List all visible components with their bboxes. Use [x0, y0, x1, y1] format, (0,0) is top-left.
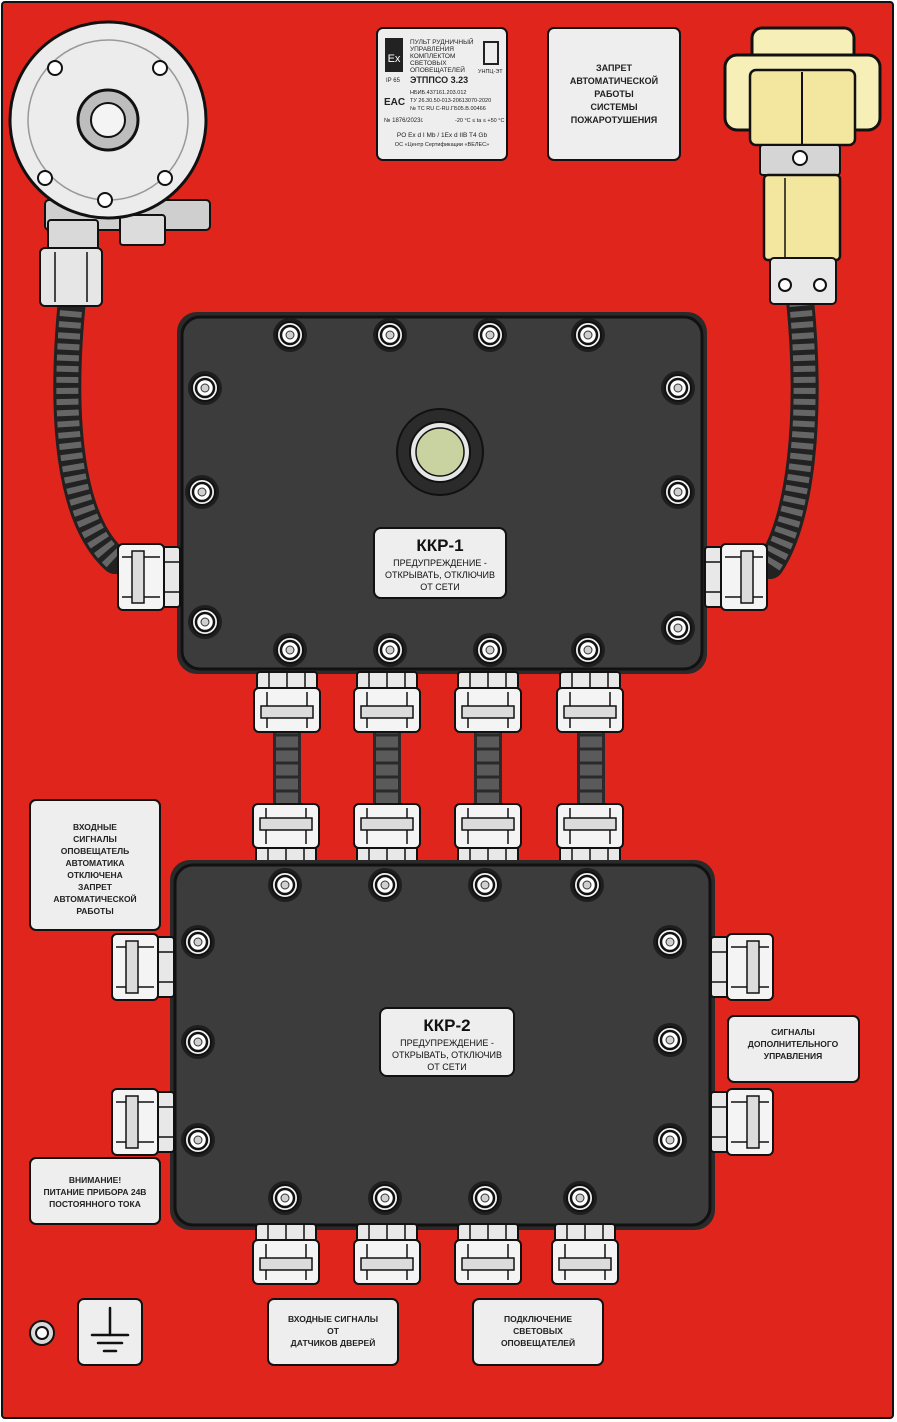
id-temp: -20 °C ≤ ta ≤ +50 °C — [455, 118, 504, 124]
id-maker: УНПЦ-ЭТ — [478, 69, 503, 75]
id-line3: КОМПЛЕКТОМ — [410, 53, 455, 60]
id-ip: IP 65 — [386, 78, 401, 84]
id-eac: EAC — [384, 97, 405, 108]
extra-control-plate: СИГНАЛЫ ДОПОЛНИТЕЛЬНОГО УПРАВЛЕНИЯ — [727, 1015, 860, 1083]
kkr1-box: ККР-1 ПРЕДУПРЕЖДЕНИЕ - ОТКРЫВАТЬ, ОТКЛЮЧ… — [177, 312, 707, 674]
plate-line: СИГНАЛЫ — [771, 1027, 815, 1037]
plate-line: ВХОДНЫЕ СИГНАЛЫ — [288, 1314, 378, 1324]
ground-icon — [90, 1306, 130, 1353]
siren-icon — [8, 20, 211, 307]
ground-bolt-icon — [29, 1320, 55, 1346]
plate-line: ОТКЛЮЧЕНА — [67, 870, 123, 880]
ban-plate: ЗАПРЕТ АВТОМАТИЧЕСКОЙ РАБОТЫ СИСТЕМЫ ПОЖ… — [547, 27, 681, 161]
inter-box-cables — [273, 730, 605, 805]
plate-line: СВЕТОВЫХ — [513, 1326, 563, 1336]
kkr2-warn-line: ОТ СЕТИ — [427, 1062, 466, 1072]
ban-line: ПОЖАРОТУШЕНИЯ — [571, 115, 657, 125]
plate-line: УПРАВЛЕНИЯ — [764, 1051, 822, 1061]
power-plate: ВНИМАНИЕ! ПИТАНИЕ ПРИБОРА 24В ПОСТОЯННОГ… — [29, 1157, 161, 1225]
plate-line: АВТОМАТИЧЕСКОЙ — [53, 893, 136, 904]
kkr1-warn-line: ОТКРЫВАТЬ, ОТКЛЮЧИВ — [385, 570, 495, 580]
plate-line: ПОСТОЯННОГО ТОКА — [49, 1199, 141, 1209]
plate-line: ОПОВЕЩАТЕЛЬ — [61, 846, 129, 856]
kkr2-title: ККР-2 — [423, 1016, 470, 1035]
plate-line: СИГНАЛЫ — [73, 834, 117, 844]
id-marking: PO Ex d I Mb / 1Ex d IIB T4 Gb — [397, 132, 488, 139]
plate-line: ДОПОЛНИТЕЛЬНОГО — [748, 1039, 839, 1049]
plate-line: ДАТЧИКОВ ДВЕРЕЙ — [291, 1337, 376, 1348]
plate-line: АВТОМАТИКА — [66, 858, 125, 868]
plate-line: ЗАПРЕТ — [78, 882, 113, 892]
id-serial: № 1876/2023г. — [384, 117, 424, 124]
input-signals-plate: ВХОДНЫЕ СИГНАЛЫ ОПОВЕЩАТЕЛЬ АВТОМАТИКА О… — [29, 799, 161, 931]
ban-line: ЗАПРЕТ — [596, 63, 632, 73]
kkr1-warn-line: ОТ СЕТИ — [420, 582, 459, 592]
kkr1-warn-line: ПРЕДУПРЕЖДЕНИЕ - — [393, 558, 487, 568]
ban-line: АВТОМАТИЧЕСКОЙ — [570, 75, 658, 86]
kkr2-warn-line: ПРЕДУПРЕЖДЕНИЕ - — [400, 1038, 494, 1048]
kkr1-right-gland — [704, 543, 768, 611]
id-tu: ТУ 26.30.50-013-20613070-2020 — [410, 98, 491, 104]
kkr2-box: ККР-2 ПРЕДУПРЕЖДЕНИЕ - ОТКРЫВАТЬ, ОТКЛЮЧ… — [170, 860, 715, 1230]
plate-line: РАБОТЫ — [76, 906, 113, 916]
door-sensors-plate: ВХОДНЫЕ СИГНАЛЫ ОТ ДАТЧИКОВ ДВЕРЕЙ — [267, 1298, 399, 1366]
id-line5: ОПОВЕЩАТЕЛЕЙ — [410, 65, 465, 74]
plate-line: ПИТАНИЕ ПРИБОРА 24В — [44, 1187, 147, 1197]
plate-line: ПОДКЛЮЧЕНИЕ — [504, 1314, 572, 1324]
id-line4: СВЕТОВЫХ — [410, 60, 447, 67]
ban-line: СИСТЕМЫ — [590, 102, 637, 112]
plate-line: ОПОВЕЩАТЕЛЕЙ — [501, 1337, 575, 1348]
id-line2: УПРАВЛЕНИЯ — [410, 46, 454, 53]
ground-plate — [77, 1298, 143, 1366]
ban-line: РАБОТЫ — [594, 89, 634, 99]
kkr1-title: ККР-1 — [416, 536, 463, 555]
id-doc: НБИБ.437161.203.012 — [410, 90, 466, 96]
id-cert: № ТС RU С-RU.ГБ05.В.00466 — [410, 106, 486, 112]
id-cert-center: ОС «Центр Сертификации «ВЕЛЕС» — [395, 142, 489, 148]
plate-line: ОТ — [327, 1326, 340, 1336]
id-line1: ПУЛЬТ РУДНИЧНЫЙ — [410, 37, 474, 46]
id-model: ЭТППСО 3.23 — [410, 75, 468, 85]
kkr1-left-gland — [117, 543, 181, 611]
plate-line: ВХОДНЫЕ — [73, 822, 117, 832]
valve-icon — [723, 26, 882, 305]
light-plate: ПОДКЛЮЧЕНИЕ СВЕТОВЫХ ОПОВЕЩАТЕЛЕЙ — [472, 1298, 604, 1366]
maker-logo-icon — [483, 41, 499, 65]
plate-line: ВНИМАНИЕ! — [69, 1175, 122, 1185]
kkr2-warn-line: ОТКРЫВАТЬ, ОТКЛЮЧИВ — [392, 1050, 502, 1060]
svg-text:Ex: Ex — [388, 53, 401, 65]
id-plate: Ex ПУЛЬТ РУДНИЧНЫЙ УПРАВЛЕНИЯ КОМПЛЕКТОМ… — [376, 27, 508, 161]
